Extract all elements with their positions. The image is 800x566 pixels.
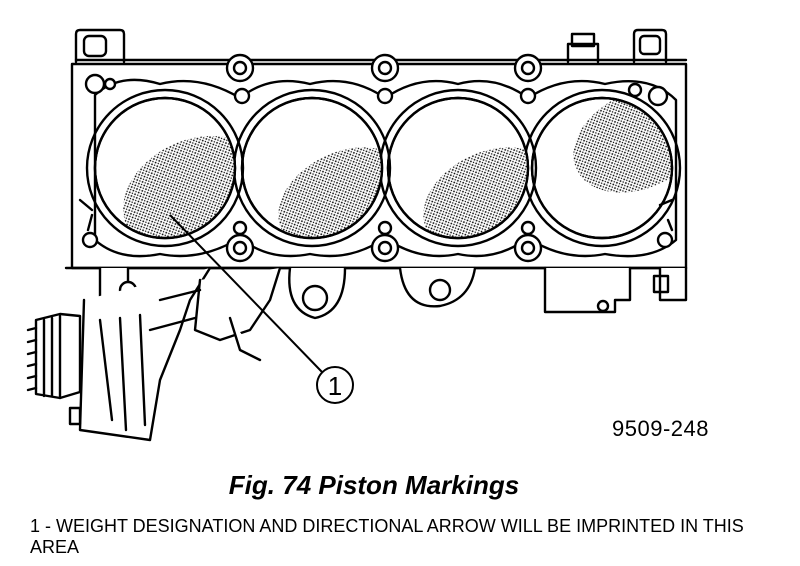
drawing-code: 9509-248 <box>612 416 709 441</box>
callout-circle <box>316 366 354 404</box>
engine-block-illustration: 1 <box>26 28 688 442</box>
figure-caption: Fig. 74 Piston Markings <box>228 470 520 500</box>
legend-item-1: 1 - WEIGHT DESIGNATION AND DIRECTIONAL A… <box>30 516 744 557</box>
callout-number: 1 <box>328 371 342 401</box>
